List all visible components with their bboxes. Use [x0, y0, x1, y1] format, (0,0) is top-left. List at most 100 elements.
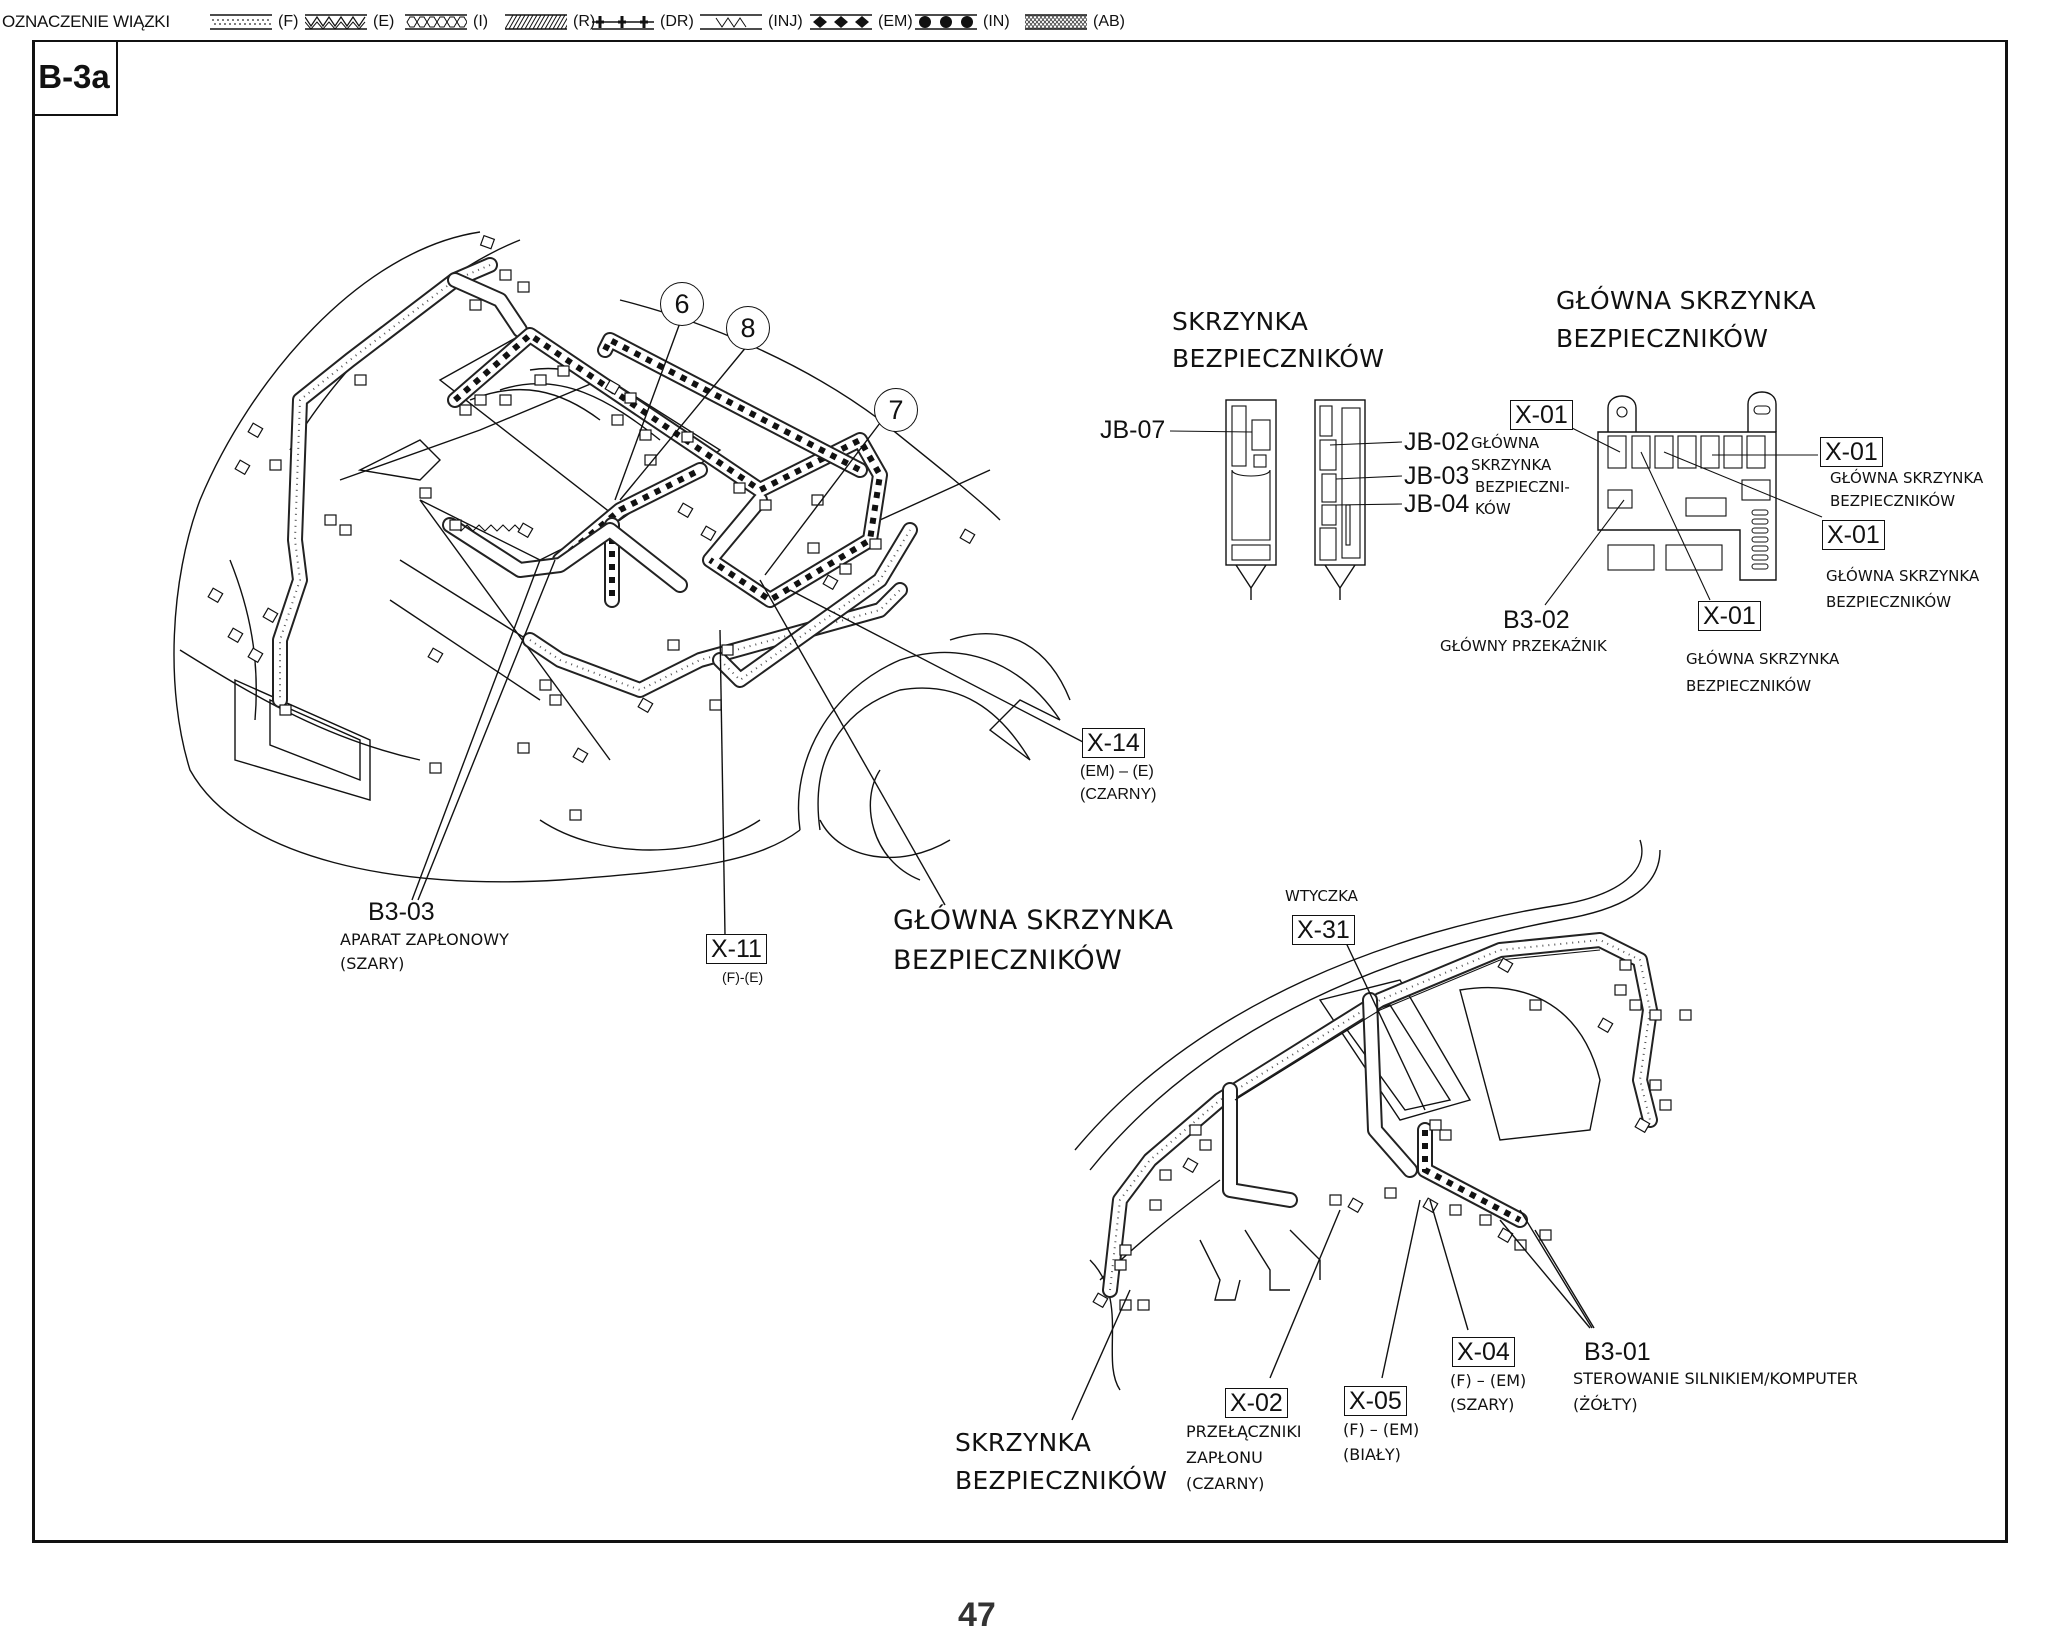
legend-item-crosshatch: (AB): [1025, 13, 1125, 31]
connector-icon: [639, 429, 652, 441]
legend-swatch-hexagon: [405, 14, 467, 30]
legend-code: (R): [573, 13, 596, 30]
legend-swatch-circles: [915, 14, 977, 30]
connector-icon: [572, 747, 589, 764]
b3-02-code: B3-02: [1503, 606, 1570, 634]
x-02-desc2: ZAPŁONU: [1186, 1448, 1263, 1467]
x-01-right-mid-desc1: GŁÓWNA SKRZYNKA: [1826, 567, 1980, 585]
leader-lines-dashboard: [1071, 929, 1595, 1421]
x-02-color: (CZARNY): [1186, 1474, 1265, 1493]
x-05-color: (BIAŁY): [1343, 1445, 1401, 1464]
connector-icon: [1149, 1199, 1162, 1211]
fuse-box-title-line2: BEZPIECZNIKÓW: [1172, 344, 1385, 373]
connector-icon: [1189, 1124, 1202, 1136]
legend-swatch-crosshatch: [1025, 14, 1087, 30]
legend-item-zigzag: (E): [305, 13, 394, 31]
x-14-color: (CZARNY): [1080, 786, 1157, 803]
legend-item-hexagon: (I): [405, 13, 488, 31]
page-number: 47: [958, 1596, 996, 1634]
connector-icon: [1449, 1204, 1462, 1216]
connector-icon: [269, 459, 282, 471]
connector-icon: [474, 394, 487, 406]
x-11-label: X-11: [706, 934, 767, 964]
x-01-label-bottom: X-01: [1698, 601, 1761, 631]
connector-icon: [1384, 1187, 1397, 1199]
x-01-bottom-desc2: BEZPIECZNIKÓW: [1686, 677, 1812, 695]
legend-code: (E): [373, 13, 395, 30]
connector-icon: [869, 538, 882, 550]
connector-icon: [1634, 1117, 1651, 1134]
legend-title: OZNACZENIE WIĄZKI: [2, 12, 170, 31]
connector-icon: [700, 525, 717, 542]
legend-item-wave: (INJ): [700, 13, 803, 31]
connector-icon: [839, 563, 852, 575]
x-04-color: (SZARY): [1450, 1395, 1515, 1414]
vent-slot: [1751, 527, 1769, 534]
connector-icon: [234, 459, 251, 476]
x-05-harness: (F) – (EM): [1343, 1420, 1420, 1439]
legend-swatch-diagonal-hatch: [505, 14, 567, 30]
x-11-harness: (F)-(E): [722, 969, 764, 985]
legend-code: (EM): [878, 13, 913, 30]
legend-code: (F): [278, 13, 299, 30]
jb-07-label: JB-07: [1100, 416, 1166, 444]
connector-icon: [459, 404, 472, 416]
legend-swatch-wave: [700, 14, 762, 30]
connector-icon: [1439, 1129, 1452, 1141]
legend-item-diamonds: (EM): [810, 13, 913, 31]
jb-04-label: JB-04: [1404, 490, 1470, 518]
dash-fuse-box-line1: SKRZYNKA: [955, 1428, 1092, 1457]
jb-side-note-line: SKRZYNKA: [1471, 456, 1552, 474]
connector-icon: [1114, 1259, 1127, 1271]
legend-code: (DR): [660, 13, 694, 30]
connector-icon: [534, 374, 547, 386]
connector-icon: [1619, 959, 1632, 971]
connector-icon: [479, 234, 496, 250]
section-code: B-3a: [32, 40, 118, 116]
x-01-right-mid-desc2: BEZPIECZNIKÓW: [1826, 593, 1952, 611]
connector-icon: [499, 269, 512, 281]
connector-icon: [419, 487, 432, 499]
connector-icon: [1347, 1197, 1364, 1214]
diagram-frame: [32, 40, 2008, 1543]
legend-code: (IN): [983, 13, 1010, 30]
connector-icon: [262, 607, 279, 624]
connector-icon: [324, 514, 337, 526]
connector-icon: [1614, 984, 1627, 996]
connector-icon: [569, 809, 582, 821]
connector-icon: [549, 694, 562, 706]
connector-icon: [1649, 1079, 1662, 1091]
x-04-harness: (F) – (EM): [1450, 1371, 1527, 1390]
connector-icon: [644, 454, 657, 466]
connector-icon: [677, 502, 694, 519]
main-fuse-box-drawing: [1544, 391, 1823, 606]
callout-6: 6: [660, 282, 704, 326]
dashboard-outline: [1074, 839, 1661, 1391]
jb-side-note: GŁÓWNA SKRZYNKA BEZPIECZNI- KÓW: [1471, 432, 1570, 520]
fuse-box-title-line1: SKRZYNKA: [1172, 307, 1309, 336]
car-body-outline: [173, 231, 1071, 883]
x-01-bottom-desc1: GŁÓWNA SKRZYNKA: [1686, 650, 1840, 668]
connector-icon: [1497, 1227, 1514, 1244]
connector-icon: [733, 482, 746, 494]
legend-code: (INJ): [768, 13, 803, 30]
connector-icon: [247, 647, 264, 664]
main-fuse-box-label-line2: BEZPIECZNIKÓW: [893, 945, 1122, 976]
connector-icon: [604, 379, 621, 396]
legend-item-dotted: (F): [210, 13, 298, 31]
connector-icon: [1597, 1017, 1614, 1034]
connector-icon: [681, 431, 694, 443]
connector-icon: [429, 762, 442, 774]
x-14-harness: (EM) – (E): [1080, 763, 1154, 780]
b3-01-color: (ŻÓŁTY): [1573, 1395, 1638, 1414]
legend-code: (I): [473, 13, 489, 30]
connector-icon: [1422, 1197, 1439, 1214]
connector-icon: [1182, 1157, 1199, 1174]
connector-icon: [354, 374, 367, 386]
callout-7: 7: [874, 388, 918, 432]
x-01-right-top-desc2: BEZPIECZNIKÓW: [1830, 492, 1956, 510]
jb-side-note-line: BEZPIECZNI-: [1475, 478, 1570, 496]
harness-e-engine: [442, 517, 688, 593]
harness-f-engine: [272, 257, 918, 708]
